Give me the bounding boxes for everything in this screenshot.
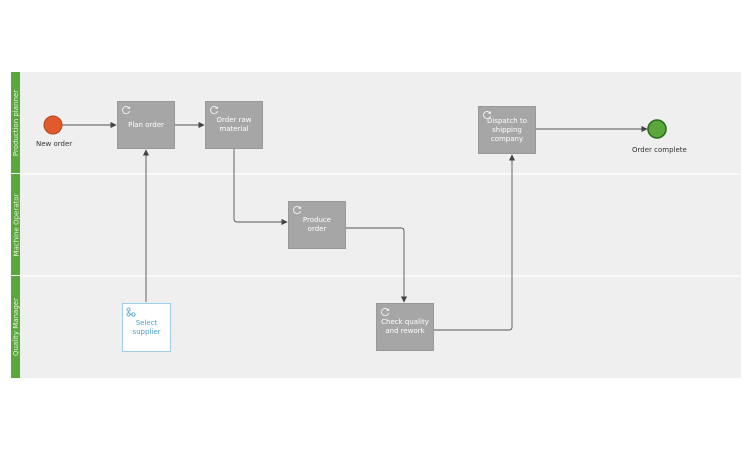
start-event-label: New order (36, 140, 73, 148)
loop-icon (483, 111, 492, 120)
task-order-raw-material[interactable]: Order raw material (205, 101, 263, 149)
flow-check-quality-to-dispatch[interactable] (434, 154, 516, 331)
flow-produce-order-to-check-quality[interactable] (346, 227, 408, 303)
start-event[interactable] (43, 115, 63, 135)
flow-order-raw-material-to-produce-order[interactable] (233, 149, 288, 226)
task-dispatch-to-shipping-company[interactable]: Dispatch to shipping company (478, 106, 536, 154)
loop-icon (122, 106, 131, 115)
subprocess-select-supplier[interactable]: Select supplier (122, 303, 171, 352)
loop-icon (293, 206, 302, 215)
lane-label-production-planner: Production planner (12, 89, 21, 156)
end-event[interactable] (647, 119, 667, 139)
lane-bar-quality-manager[interactable] (11, 276, 20, 378)
lane-bar-machine-operator[interactable] (11, 174, 20, 275)
loop-icon (210, 106, 219, 115)
lane-label-machine-operator: Machine Operator (12, 193, 20, 256)
subprocess-icon (126, 307, 136, 317)
lane-label-quality-manager: Quality Manager (12, 298, 21, 356)
task-produce-order[interactable]: Produce order (288, 201, 346, 249)
end-event-label: Order complete (632, 146, 687, 154)
lane-bar-production-planner[interactable] (11, 72, 20, 173)
task-plan-order[interactable]: Plan order (117, 101, 175, 149)
task-check-quality-and-rework[interactable]: Check quality and rework (376, 303, 434, 351)
loop-icon (381, 308, 390, 317)
